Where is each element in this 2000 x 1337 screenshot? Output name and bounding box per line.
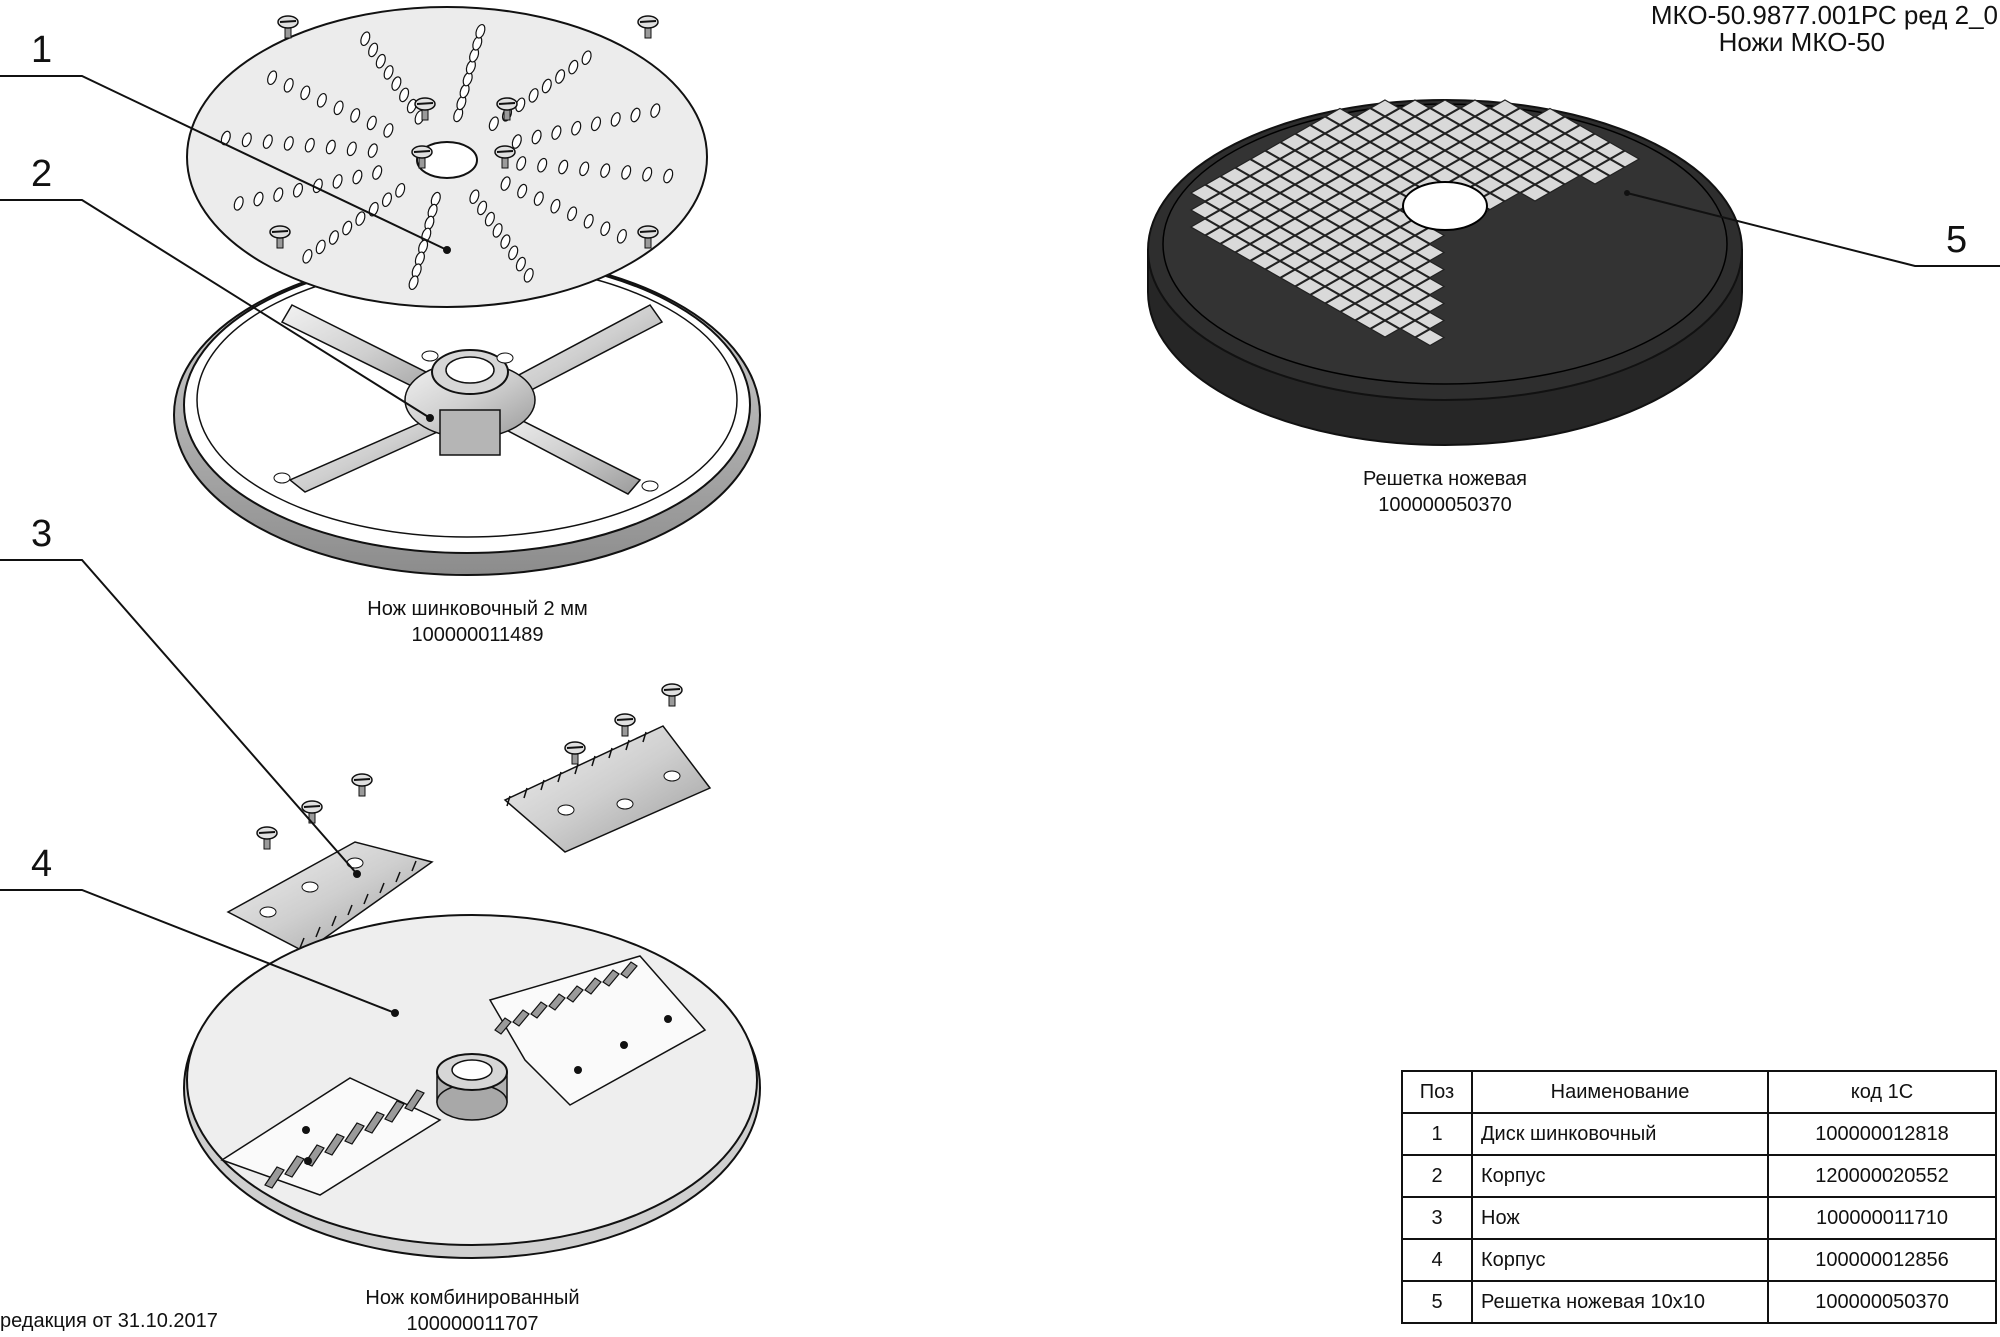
caption-shredding-knife: Нож шинковочный 2 мм 100000011489 bbox=[350, 596, 605, 648]
caption-code: 100000050370 bbox=[1378, 494, 1512, 516]
shredding-disc bbox=[186, 6, 708, 308]
combined-disc bbox=[183, 914, 761, 1259]
row-name: Корпус bbox=[1471, 1238, 1769, 1282]
caption-name: Нож комбинированный bbox=[365, 1287, 580, 1309]
row-code: 100000012856 bbox=[1767, 1238, 1997, 1282]
revision-note: редакция от 31.10.2017 bbox=[0, 1310, 218, 1332]
table-row: 2 Корпус 120000020552 bbox=[1401, 1154, 1997, 1198]
position-label-4: 4 bbox=[31, 843, 53, 885]
position-label-5: 5 bbox=[1946, 219, 1968, 261]
row-code: 100000050370 bbox=[1767, 1280, 1997, 1324]
caption-name: Нож шинковочный 2 мм bbox=[367, 598, 588, 620]
position-label-1: 1 bbox=[31, 29, 53, 71]
caption-code: 100000011489 bbox=[411, 624, 544, 646]
row-code: 120000020552 bbox=[1767, 1154, 1997, 1198]
row-pos: 1 bbox=[1401, 1112, 1473, 1156]
header-pos: Поз bbox=[1401, 1070, 1473, 1114]
row-code: 100000011710 bbox=[1767, 1196, 1997, 1240]
table-header-row: Поз Наименование код 1С bbox=[1401, 1070, 1997, 1114]
caption-combined-knife: Нож комбинированный 100000011707 bbox=[340, 1285, 605, 1337]
row-name: Решетка ножевая 10x10 bbox=[1471, 1280, 1769, 1324]
table-row: 5 Решетка ножевая 10x10 100000050370 bbox=[1401, 1280, 1997, 1324]
row-code: 100000012818 bbox=[1767, 1112, 1997, 1156]
frame-ring bbox=[173, 254, 761, 576]
position-label-3: 3 bbox=[31, 513, 53, 555]
row-name: Корпус bbox=[1471, 1154, 1769, 1198]
position-label-2: 2 bbox=[31, 153, 53, 195]
dicing-grid bbox=[1147, 99, 1743, 446]
row-pos: 5 bbox=[1401, 1280, 1473, 1324]
caption-name: Решетка ножевая bbox=[1363, 468, 1527, 490]
row-pos: 4 bbox=[1401, 1238, 1473, 1282]
grid-cells bbox=[1189, 99, 1641, 347]
row-name: Нож bbox=[1471, 1196, 1769, 1240]
table-row: 3 Нож 100000011710 bbox=[1401, 1196, 1997, 1240]
table-row: 1 Диск шинковочный 100000012818 bbox=[1401, 1112, 1997, 1156]
row-pos: 3 bbox=[1401, 1196, 1473, 1240]
document-code: МКО-50.9877.001РС ред 2_0 bbox=[1650, 0, 1998, 30]
caption-grid: Решетка ножевая 100000050370 bbox=[1340, 466, 1550, 518]
header-name: Наименование bbox=[1471, 1070, 1769, 1114]
document-name: Ножи МКО-50 bbox=[1718, 27, 1885, 57]
knife-blades bbox=[226, 683, 712, 953]
row-pos: 2 bbox=[1401, 1154, 1473, 1198]
caption-code: 100000011707 bbox=[406, 1313, 539, 1335]
parts-table: Поз Наименование код 1С 1 Диск шинковочн… bbox=[1401, 1070, 1997, 1324]
header-code: код 1С bbox=[1767, 1070, 1997, 1114]
table-row: 4 Корпус 100000012856 bbox=[1401, 1238, 1997, 1282]
row-name: Диск шинковочный bbox=[1471, 1112, 1769, 1156]
leader-lines bbox=[0, 75, 2000, 1017]
